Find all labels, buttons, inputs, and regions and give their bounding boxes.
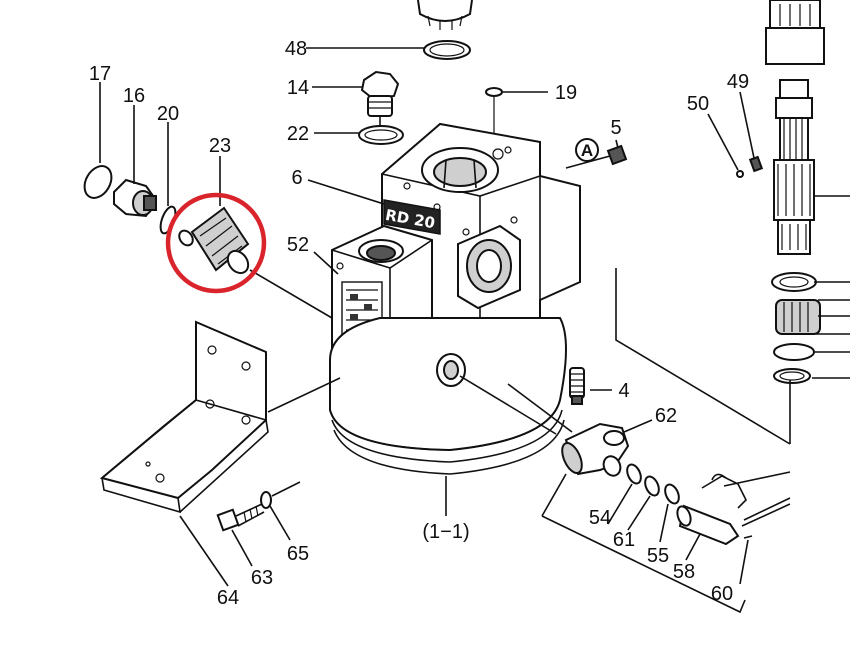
bolt-axis: [271, 481, 301, 497]
callout-62: 62: [655, 405, 677, 427]
strainer-axis: [249, 269, 333, 319]
bolt-5: [565, 139, 628, 169]
seal-61: [644, 475, 660, 497]
reference-line-port: [507, 383, 573, 433]
leader-64: [179, 515, 229, 587]
plug-16: [113, 178, 158, 218]
leader-49: [739, 91, 755, 159]
strainer-23: [178, 206, 250, 275]
callout-61: 61: [613, 529, 635, 551]
callout-64: 64: [217, 587, 239, 609]
bracket-64: [99, 320, 269, 514]
view-marker-letter: A: [581, 141, 593, 160]
pin-58: [676, 504, 740, 546]
callout-23: 23: [209, 135, 231, 157]
top-gear-part: [417, 0, 473, 30]
reference-line-right: [615, 268, 791, 445]
leader-52: [313, 251, 339, 275]
callout-14: 14: [287, 77, 309, 99]
callout-54: 54: [589, 507, 611, 529]
leader-62: [623, 419, 653, 433]
leader-63: [231, 529, 253, 567]
pin-60-mark: [743, 535, 753, 539]
leader-65: [269, 505, 291, 541]
bracket-axis: [267, 377, 341, 413]
callout-50: 50: [687, 93, 709, 115]
callout-52: 52: [287, 234, 309, 256]
leader-55: [659, 503, 669, 543]
washer-65: [260, 491, 272, 509]
callout-63: 63: [251, 567, 273, 589]
callout-20: 20: [157, 103, 179, 125]
leader-54: [607, 483, 633, 525]
callout-22: 22: [287, 123, 309, 145]
callout-19: 19: [555, 82, 577, 104]
o-ring-17: [83, 165, 113, 199]
snap-ring-48: [423, 40, 471, 60]
callout-6: 6: [291, 167, 302, 189]
pin-49: [748, 155, 764, 173]
leader-6: [307, 179, 385, 205]
shaft-assembly: [771, 79, 850, 384]
callout-4: 4: [618, 380, 629, 402]
callout-1-1: (1−1): [422, 521, 469, 543]
o-ring-22: [358, 125, 404, 145]
callout-58: 58: [673, 561, 695, 583]
right-arm-parts: [701, 471, 791, 527]
callout-49: 49: [727, 71, 749, 93]
callout-5: 5: [610, 117, 621, 139]
group-bracket-left: [541, 473, 567, 517]
callout-60: 60: [711, 583, 733, 605]
seal-55: [664, 483, 680, 505]
leader-50: [707, 113, 739, 171]
breather-cap-14: [360, 70, 400, 128]
callout-55: 55: [647, 545, 669, 567]
view-marker-a: A: [575, 138, 599, 162]
seal-54: [626, 463, 642, 485]
ball-50: [736, 170, 744, 178]
elbow-axis: [459, 375, 557, 435]
leader-58: [685, 533, 701, 561]
leader-61: [627, 495, 651, 531]
shaft-top-right: [765, 0, 825, 65]
callout-65: 65: [287, 543, 309, 565]
housing-base: [329, 317, 567, 475]
o-ring-19: [485, 87, 503, 97]
highlight-circle: [165, 192, 267, 294]
leader-60: [739, 539, 749, 585]
elbow-fitting-62: [561, 422, 630, 477]
spring-4: [569, 367, 585, 405]
group-bracket-line: [541, 515, 746, 614]
bolt-63: [216, 503, 265, 532]
callout-48: 48: [285, 38, 307, 60]
callout-16: 16: [123, 85, 145, 107]
callout-17: 17: [89, 63, 111, 85]
